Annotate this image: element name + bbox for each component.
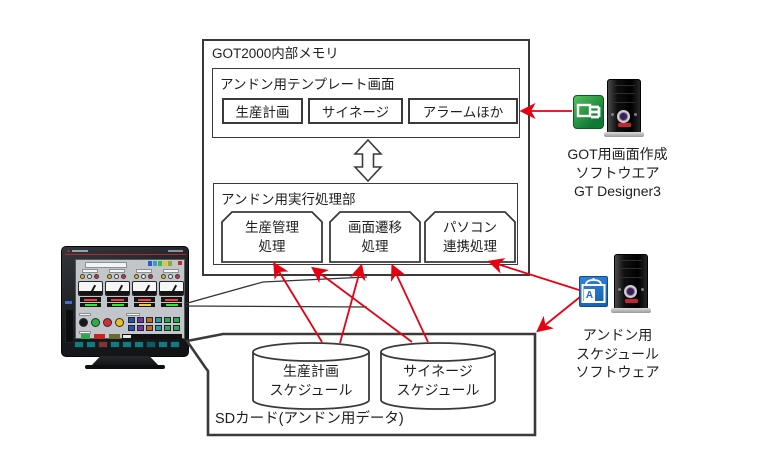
andon-icon-letter: A bbox=[584, 289, 595, 301]
screen-item-alarm bbox=[408, 98, 518, 124]
device-stand bbox=[91, 356, 159, 366]
selector-button-grid bbox=[128, 317, 180, 331]
arrow-plan-to-production-mgmt bbox=[273, 261, 323, 343]
mitsubishi-logo bbox=[67, 249, 70, 252]
andon-stations bbox=[78, 269, 184, 307]
grid-label-chip bbox=[126, 313, 140, 316]
sd-card-slot bbox=[65, 309, 74, 343]
gt-designer3-icon bbox=[573, 95, 604, 129]
process-pc-link-label: パソコン 連携処理 bbox=[443, 220, 497, 254]
andon-schedule-software-caption: アンドン用 スケジュール ソフトウェア bbox=[575, 327, 660, 381]
sd-card-title: SDカード(アンドン用データ) bbox=[215, 411, 404, 427]
exec-section-title: アンドン用実行処理部 bbox=[221, 192, 356, 207]
arrow-plan-to-screen-transition bbox=[339, 263, 366, 344]
function-key-row bbox=[74, 341, 180, 348]
message-bar bbox=[122, 334, 182, 339]
process-screen-transition-label: 画面遷移 処理 bbox=[348, 220, 402, 254]
screen-item-signage bbox=[308, 98, 403, 124]
pc-tower-base bbox=[604, 132, 644, 137]
device-bezel bbox=[61, 246, 189, 357]
screen-title-bar bbox=[85, 262, 127, 268]
andon-software-icon: A bbox=[579, 276, 608, 307]
pc-tower-base bbox=[611, 308, 651, 313]
mitsubishi-logo-text bbox=[72, 250, 88, 252]
device-stand-base bbox=[85, 365, 165, 369]
got-callout-line-upper bbox=[183, 276, 368, 305]
lower-label-chip bbox=[79, 331, 91, 334]
cylinder-production-schedule-label: 生産計画 スケジュール bbox=[269, 362, 353, 399]
arrow-signage-to-production-mgmt bbox=[311, 266, 413, 343]
process-production-mgmt-label: 生産管理 処理 bbox=[245, 220, 299, 254]
control-label-chip bbox=[79, 313, 91, 316]
pc-tower-icon bbox=[607, 79, 641, 134]
got2000-hmi-device bbox=[61, 246, 189, 369]
pc-tower-icon bbox=[614, 254, 648, 310]
cylinder-signage-schedule-label: サイネージ スケジュール bbox=[396, 362, 480, 399]
screen-item-production-plan bbox=[222, 98, 303, 124]
gt-designer3-caption: GOT用画面作成 ソフトウエア GT Designer3 bbox=[567, 146, 668, 200]
template-section-title: アンドン用テンプレート画面 bbox=[220, 77, 395, 92]
lower-buttons bbox=[81, 334, 120, 339]
bezel-red-stripe bbox=[65, 254, 186, 255]
control-buttons bbox=[79, 318, 124, 327]
screen-close-square bbox=[178, 261, 182, 265]
side-label bbox=[65, 301, 72, 304]
got-callout-line-lower bbox=[183, 305, 368, 308]
screen-item-production-plan-label: 生産計画 bbox=[235, 105, 290, 120]
screen-item-alarm-label: アラームほか bbox=[422, 105, 504, 120]
model-text bbox=[168, 250, 183, 252]
screen-item-signage-label: サイネージ bbox=[321, 105, 390, 120]
got2000-memory-title: GOT2000内部メモリ bbox=[212, 46, 339, 61]
arrow-signage-to-screen-transition bbox=[390, 263, 429, 343]
screen-status-squares bbox=[148, 261, 172, 266]
andon-screen bbox=[75, 259, 185, 339]
